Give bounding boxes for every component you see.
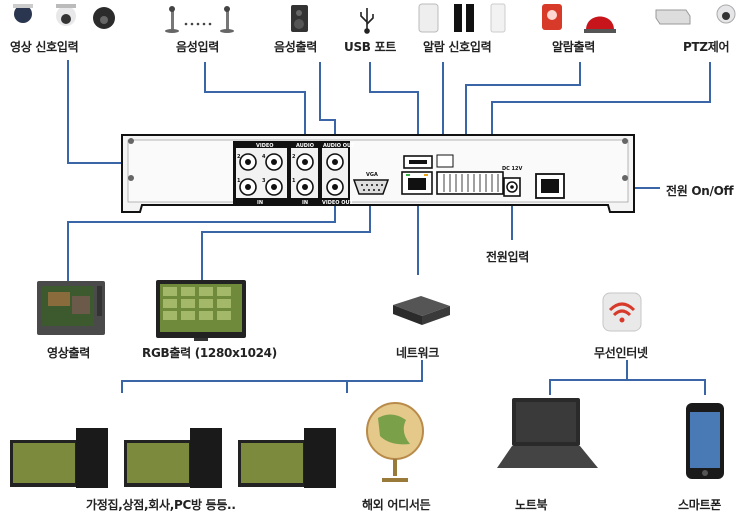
- power-input-label: 전원입력: [486, 250, 529, 264]
- globe-icon: [366, 402, 424, 482]
- line-usb: [369, 62, 419, 160]
- desktop-pc-icons: [10, 428, 336, 488]
- alarm-terminal-block: [436, 171, 504, 195]
- video-output-label: 영상출력: [47, 346, 90, 360]
- smartphone-icon: [686, 403, 724, 479]
- audio-input-label: 음성입력: [176, 40, 219, 54]
- network-label: 네트워크: [396, 346, 439, 360]
- dvr-num-3: 3: [262, 178, 266, 184]
- dvr-in-left-label: IN: [257, 200, 263, 206]
- bnc-connectors: [239, 153, 344, 196]
- line-smartphone: [627, 379, 706, 395]
- dvr-num-audio-2: 2: [292, 154, 296, 160]
- usb-port-label: USB 포트: [344, 40, 396, 54]
- dvr-vga-label: VGA: [366, 172, 378, 178]
- video-input-label: 영상 신호입력: [10, 40, 79, 54]
- notebook-label: 노트북: [515, 498, 548, 512]
- dvr-rear-panel: VIDEO AUDIO AUDIO OUT IN IN VIDEO OUT 2 …: [121, 134, 635, 213]
- ptz-icons: [655, 4, 736, 25]
- dvr-audio-label: AUDIO: [296, 143, 314, 149]
- audio-output-label: 음성출력: [274, 40, 317, 54]
- line-audio-input: [204, 62, 306, 160]
- power-switch: [535, 173, 565, 199]
- rgb-output-label: RGB출력 (1280x1024): [142, 346, 277, 360]
- wireless-label: 무선인터넷: [594, 346, 648, 360]
- alarm-input-label: 알람 신호입력: [423, 40, 492, 54]
- power-switch-label: 전원 On/Off: [666, 184, 734, 198]
- microphone-icons: [165, 6, 234, 33]
- dvr-num-1: 1: [237, 178, 241, 184]
- smartphone-label: 스마트폰: [678, 498, 721, 512]
- alarm-output-label: 알람출력: [552, 40, 595, 54]
- laptop-icon: [497, 398, 598, 468]
- home-office-label: 가정집,상점,회사,PC방 등등..: [86, 498, 236, 512]
- dvr-num-4: 4: [262, 154, 266, 160]
- dvr-num-audio-1: 1: [292, 178, 296, 184]
- dvr-audio-out-label: AUDIO OUT: [323, 143, 355, 149]
- network-hub-icon: [393, 296, 450, 325]
- line-alarm-output: [465, 62, 581, 178]
- ptz-control-label: PTZ제어: [683, 40, 730, 54]
- line-rgb-output: [201, 192, 371, 282]
- lcd-monitor: [156, 280, 246, 341]
- siren-icons: [542, 4, 616, 33]
- camera-icons: [13, 4, 115, 29]
- dvr-dc-label: DC 12V: [502, 166, 523, 172]
- dvr-in-right-label: IN: [302, 200, 308, 206]
- speaker-icon: [291, 5, 308, 32]
- vga-port: [352, 179, 390, 195]
- wifi-icon: [602, 292, 642, 332]
- line-network-clients: [121, 360, 423, 393]
- dvr-video-out-label: VIDEO OUT: [322, 200, 354, 206]
- crt-monitor: [37, 281, 105, 335]
- dvr-num-2: 2: [237, 154, 241, 160]
- usb-icon: [360, 8, 374, 34]
- overseas-label: 해외 어디서든: [362, 498, 431, 512]
- alarm-sensor-icons: [418, 3, 506, 33]
- dvr-video-label: VIDEO: [256, 143, 274, 149]
- line-wireless-clients: [549, 360, 628, 395]
